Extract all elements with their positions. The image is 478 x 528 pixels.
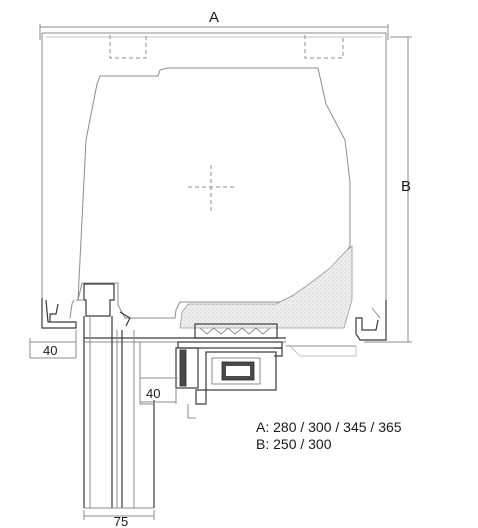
dimension-b-label: B [401,178,411,195]
dimension-b: B [364,36,412,343]
dimension-left-ledge: 40 [29,330,77,359]
dimension-frame-width-label: 75 [114,514,128,528]
window-frame [76,283,155,509]
bottom-rail [84,337,357,357]
spec-line-b: B: 250 / 300 [256,436,332,452]
dimension-frame-width: 75 [83,510,155,528]
size-specification: A: 280 / 300 / 345 / 365 B: 250 / 300 [256,419,402,453]
dimension-left-ledge-label: 40 [43,343,57,358]
top-mounting-brackets [109,35,344,59]
spec-line-a: A: 280 / 300 / 345 / 365 [256,419,402,435]
housing-outline [41,32,387,312]
dimension-a-label: A [209,9,219,26]
dimension-a: A [39,9,389,40]
window-head-profile [175,323,283,419]
insulation-block [179,245,353,329]
right-side-profile [355,300,387,341]
roller-curtain-body [77,67,351,319]
roller-axle-center-mark [188,165,236,212]
dimension-frame-offset-label: 40 [146,386,160,401]
left-side-profile [41,298,77,329]
dimension-frame-offset: 40 [140,377,178,403]
